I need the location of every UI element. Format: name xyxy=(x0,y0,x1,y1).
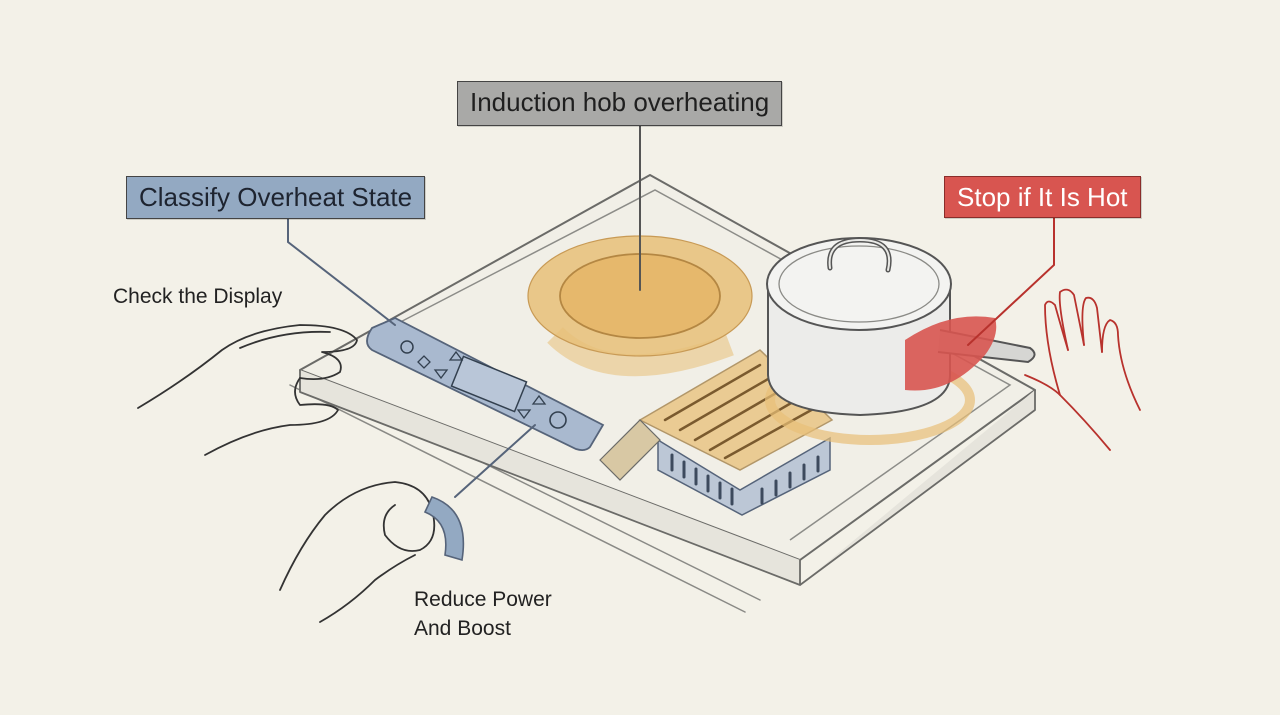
hand-icon xyxy=(1024,288,1141,451)
heating-zone xyxy=(527,235,753,377)
up-arrow-icon xyxy=(448,350,464,361)
reduce-power-line1: Reduce Power xyxy=(414,588,552,611)
down-arrow-icon xyxy=(516,409,532,420)
up-arrow-icon xyxy=(531,394,547,405)
title-label: Induction hob overheating xyxy=(457,81,783,126)
pan-icon xyxy=(765,237,1036,445)
control-panel xyxy=(366,317,605,452)
dial-icon xyxy=(423,496,465,562)
classify-overheat-label: Classify Overheat State xyxy=(126,176,426,219)
check-display-label: Check the Display xyxy=(113,285,283,308)
reduce-power-label: Reduce Power And Boost xyxy=(414,585,552,643)
reduce-power-line2: And Boost xyxy=(414,617,511,640)
hand-icon xyxy=(279,481,436,623)
hand-icon xyxy=(137,324,358,456)
display-screen xyxy=(450,355,528,413)
power-icon xyxy=(400,340,414,354)
leader-lines xyxy=(287,125,1055,498)
stop-if-hot-label: Stop if It Is Hot xyxy=(944,176,1141,218)
down-arrow-icon xyxy=(433,369,449,380)
